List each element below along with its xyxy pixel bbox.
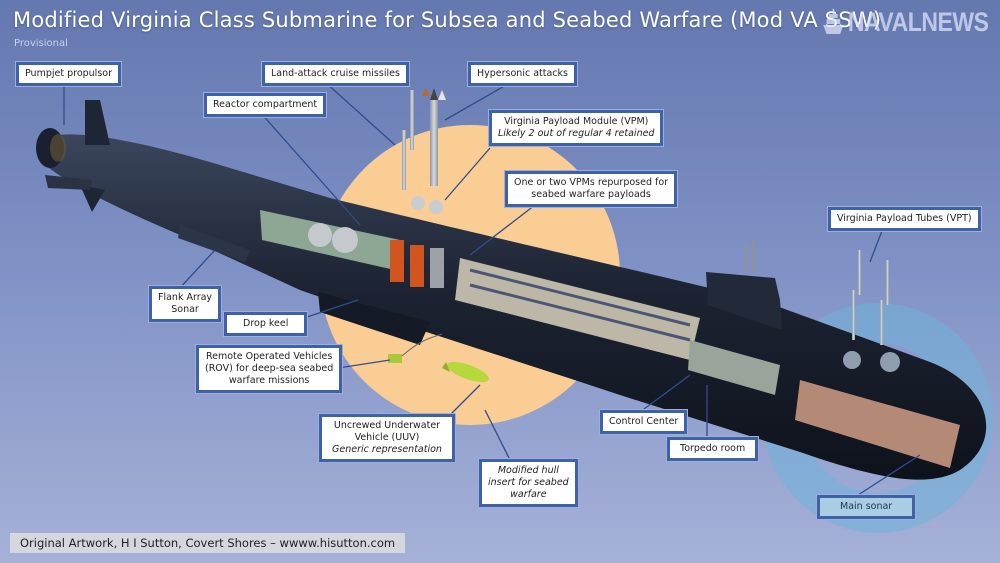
label-main-sonar: Main sonar <box>817 495 916 519</box>
vpm-hatch <box>429 200 443 214</box>
label-flank-array-sonar: Flank Array Sonar <box>149 286 222 322</box>
label-uuv: Uncrewed Underwater Vehicle (UUV) Generi… <box>319 414 455 462</box>
vpm-line2: Likely 2 out of regular 4 retained <box>498 128 655 139</box>
label-control-center: Control Center <box>600 410 688 434</box>
rov-line2: (ROV) for deep-sea seabed <box>205 363 334 374</box>
lower-rudder <box>80 185 105 212</box>
ship-icon <box>822 9 844 34</box>
rov-line1: Remote Operated Vehicles <box>205 351 333 362</box>
vpt-hatch <box>880 352 900 372</box>
logo-text: NAVALNEWS <box>847 6 988 37</box>
page-title: Modified Virginia Class Submarine for Su… <box>13 8 882 32</box>
uuv-line2: Vehicle (UUV) <box>354 432 420 443</box>
uuv-vehicle <box>442 362 489 382</box>
leader-lines <box>63 79 921 498</box>
uuv-line1: Uncrewed Underwater <box>333 420 441 431</box>
label-reactor-compartment: Reactor compartment <box>204 93 327 117</box>
bow-cutaway <box>795 380 960 468</box>
label-hypersonic-attacks: Hypersonic attacks <box>468 62 577 86</box>
vpm-repurposed-line2: seabed warfare payloads <box>531 189 651 200</box>
vpm-line1: Virginia Payload Module (VPM) <box>504 116 649 127</box>
flank-line2: Sonar <box>171 304 199 315</box>
drop-keel <box>318 292 430 345</box>
label-torpedo-room: Torpedo room <box>667 437 759 461</box>
habitation-cutaway <box>455 258 700 360</box>
label-drop-keel: Drop keel <box>224 312 308 336</box>
label-vpm: Virginia Payload Module (VPM) Likely 2 o… <box>489 110 664 146</box>
hull-line1: Modified hull <box>497 465 559 476</box>
sail <box>706 272 782 330</box>
hull-line3: warfare <box>510 489 547 500</box>
flank-line1: Flank Array <box>158 292 213 303</box>
vpm-repurposed-line1: One or two VPMs repurposed for <box>514 177 669 188</box>
label-modified-hull-insert: Modified hull insert for seabed warfare <box>479 459 578 507</box>
page-subtitle: Provisional <box>14 38 68 49</box>
stern-plane <box>45 175 92 190</box>
label-vpt: Virginia Payload Tubes (VPT) <box>828 207 981 231</box>
torpedo-room-cutaway <box>688 340 780 395</box>
vpt-hatch <box>843 351 861 369</box>
label-land-attack-cruise-missiles: Land-attack cruise missiles <box>262 62 409 86</box>
rov-vehicle <box>388 333 443 363</box>
upper-rudder <box>85 100 110 145</box>
hull-line2: insert for seabed <box>488 477 569 488</box>
uuv-line3: Generic representation <box>332 444 442 455</box>
label-rov: Remote Operated Vehicles (ROV) for deep-… <box>196 345 343 393</box>
label-vpm-repurposed: One or two VPMs repurposed for seabed wa… <box>505 171 678 207</box>
submarine-hull <box>36 100 987 480</box>
rov-line3: warfare missions <box>228 375 310 386</box>
hypersonic-missiles <box>422 88 446 186</box>
vpt-missiles <box>852 250 889 345</box>
navalnews-logo: NAVALNEWS <box>822 6 988 38</box>
cruise-missiles <box>402 90 414 190</box>
label-pumpjet-propulsor: Pumpjet propulsor <box>16 62 121 86</box>
flank-array <box>178 225 250 262</box>
vpm-hatch <box>411 196 425 210</box>
artwork-credit: Original Artwork, H I Sutton, Covert Sho… <box>10 533 406 553</box>
